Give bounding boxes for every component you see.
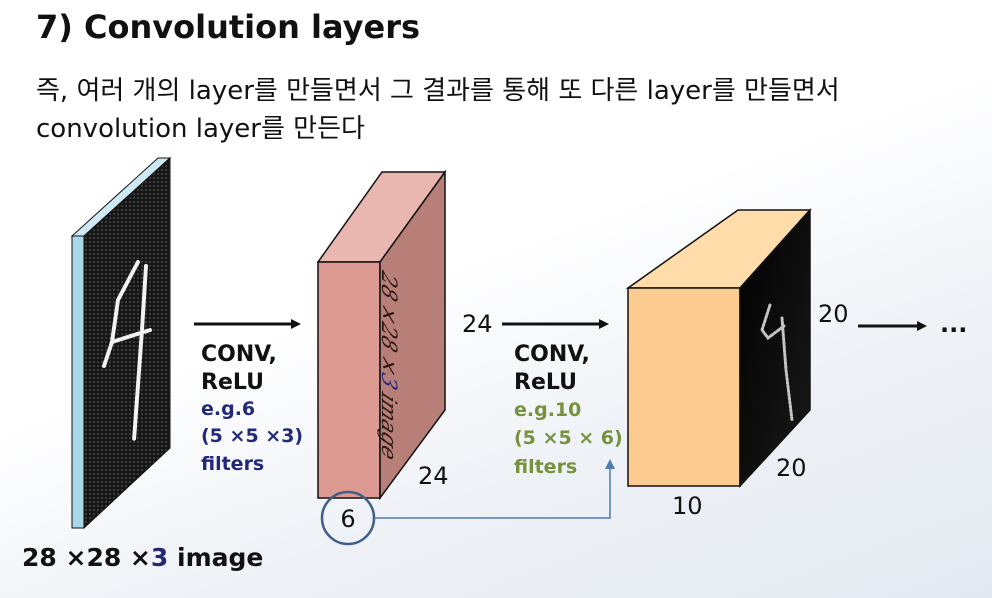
volume1-height-label: 24 <box>462 310 493 338</box>
slide-title: 7) Convolution layers <box>36 8 421 46</box>
feature-volume-1: 28 ×28 ×3 image <box>316 169 447 501</box>
ellipsis: ... <box>940 310 967 338</box>
depth-connector-arrow <box>374 459 615 519</box>
conv1-label: CONV, ReLU e.g.6 (5 ×5 ×3) filters <box>201 342 303 475</box>
conv1-line1: CONV, <box>201 342 277 367</box>
volume2-front <box>627 287 741 487</box>
volume1-side-caption: 28 ×28 ×3 image <box>377 264 401 467</box>
conv1-line5: filters <box>201 453 264 475</box>
volume1-side <box>379 169 446 501</box>
conv2-line2: ReLU <box>514 370 577 395</box>
feature-volume-2 <box>625 208 812 488</box>
slide-subtitle: 즉, 여러 개의 layer를 만들면서 그 결과를 통해 또 다른 layer… <box>36 72 986 148</box>
conv1-line3: e.g.6 <box>201 398 255 420</box>
conv2-line4: (5 ×5 × 6) <box>514 427 623 449</box>
input-slab-face <box>83 156 171 530</box>
volume1-depth-label: 6 <box>340 505 355 533</box>
conv1-line4: (5 ×5 ×3) <box>201 425 303 447</box>
handwritten-digit-image <box>102 260 152 442</box>
conv2-label: CONV, ReLU e.g.10 (5 ×5 × 6) filters <box>514 342 623 478</box>
volume2-depth-label: 10 <box>672 492 703 520</box>
input-image-slab <box>70 156 172 530</box>
volume2-width-label: 20 <box>776 454 807 482</box>
conv2-line1: CONV, <box>514 342 590 367</box>
conv1-line2: ReLU <box>201 370 264 395</box>
feature-map-activation <box>760 303 794 422</box>
conv2-line5: filters <box>514 456 577 478</box>
conv2-line3: e.g.10 <box>514 399 581 421</box>
volume1-front <box>317 261 381 499</box>
input-slab-edge <box>71 235 85 529</box>
volume1-width-label: 24 <box>418 462 449 490</box>
subtitle-line-1: 즉, 여러 개의 layer를 만들면서 그 결과를 통해 또 다른 layer… <box>36 76 840 106</box>
subtitle-line-2: convolution layer를 만든다 <box>36 114 365 144</box>
input-channel-count: 3 <box>151 543 168 572</box>
input-image-label: 28 ×28 ×3 image <box>22 543 263 572</box>
volume2-height-label: 20 <box>818 300 849 328</box>
